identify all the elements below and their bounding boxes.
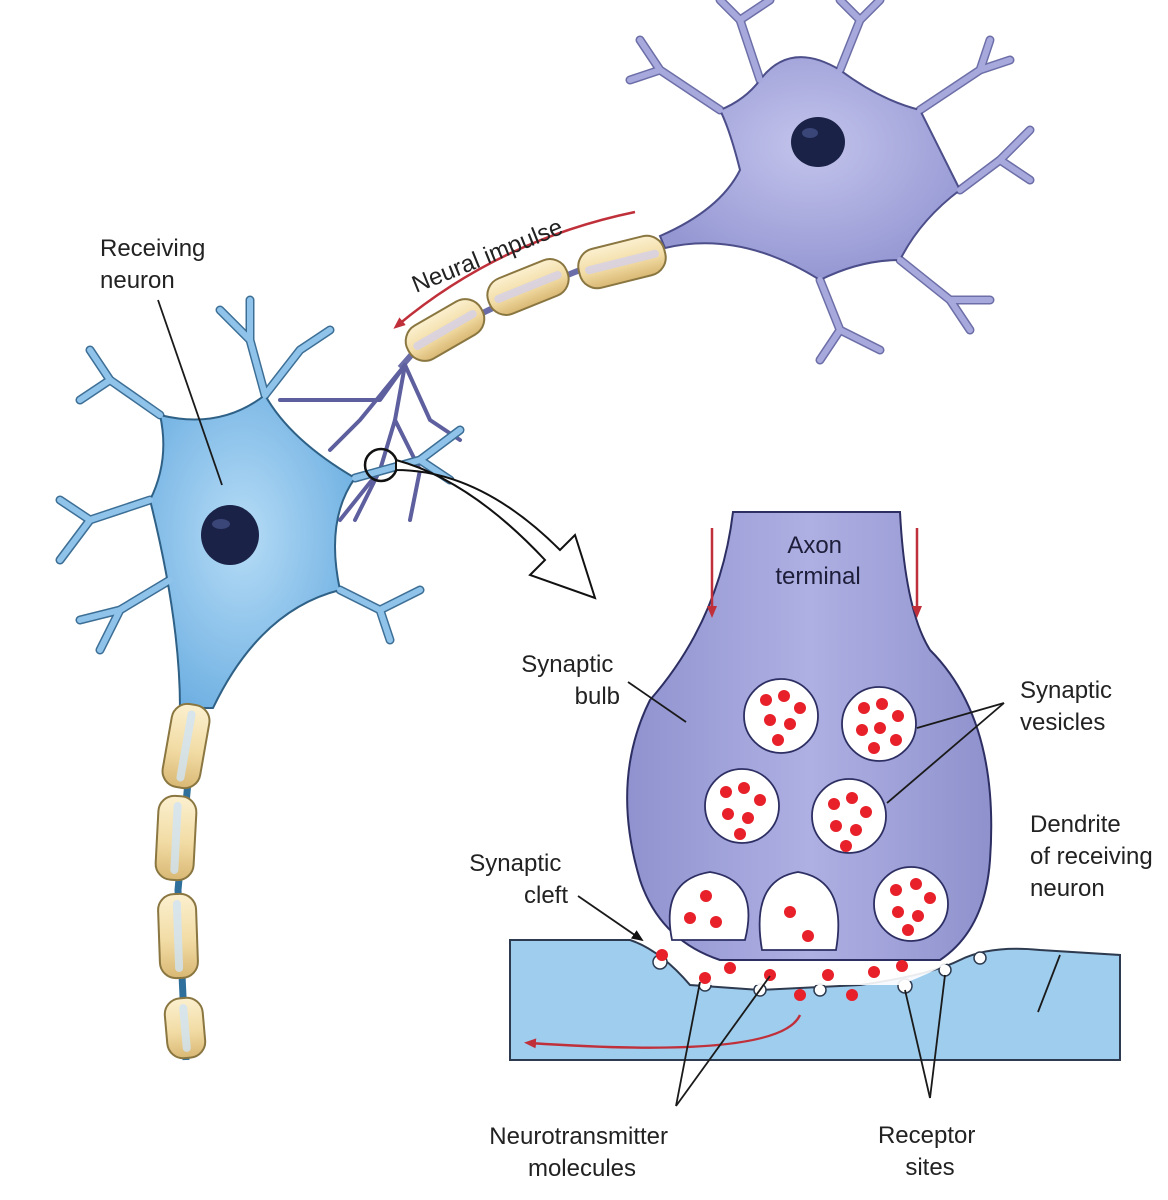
synaptic-vesicles-label: Synaptic vesicles	[1020, 677, 1119, 736]
sending-neuron-body	[658, 56, 962, 282]
neural-impulse-arrow	[393, 210, 636, 329]
synapse-detail	[509, 511, 1121, 1061]
neurotransmitter-molecules	[656, 690, 936, 1001]
neurotransmitter-label: Neurotransmitter molecules	[489, 1123, 674, 1182]
zoom-callout-arrow	[395, 458, 597, 600]
receiving-neuron	[55, 295, 465, 709]
sending-neuron	[625, 0, 1035, 365]
axon-terminal-label: Axon terminal	[775, 532, 860, 590]
receiving-axon	[154, 702, 211, 1061]
receiving-neuron-label: Receiving neuron	[100, 235, 212, 294]
synaptic-bulb-label: Synaptic bulb	[521, 651, 620, 710]
receiving-nucleus	[201, 505, 259, 565]
dendrite-label: Dendrite of receiving neuron	[1030, 811, 1159, 902]
vesicle	[811, 778, 887, 854]
sending-nucleus	[791, 117, 845, 167]
receptor-sites-label: Receptor sites	[878, 1122, 982, 1181]
fusing-vesicle	[758, 871, 840, 951]
synaptic-cleft-label: Synaptic cleft	[469, 850, 568, 909]
